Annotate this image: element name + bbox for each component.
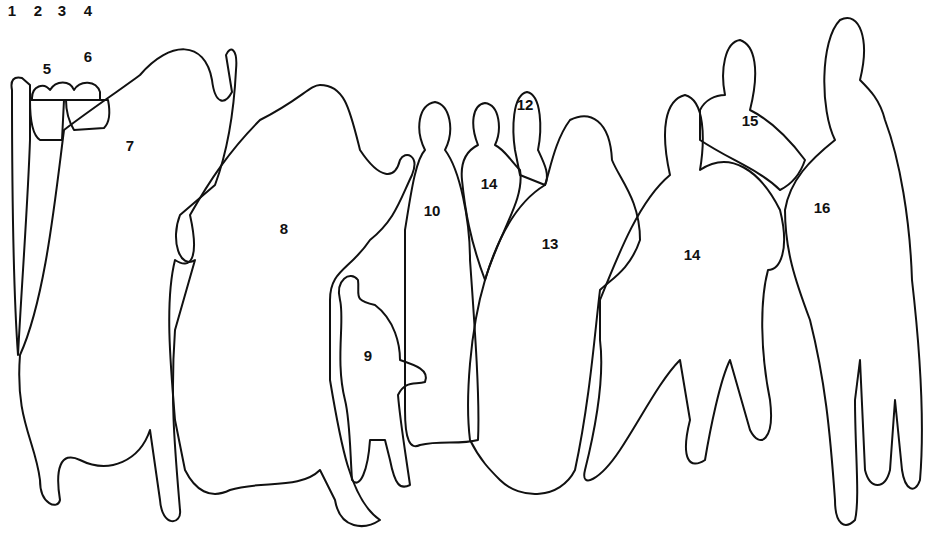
callout-number: 13 (542, 236, 559, 251)
figure-outline (584, 95, 784, 480)
callout-number: 6 (84, 49, 92, 64)
figure-outline (32, 83, 100, 101)
figure-outline (11, 78, 30, 356)
callout-number: 9 (364, 348, 372, 363)
callout-number: 1 (8, 3, 16, 18)
figure-outline (169, 85, 414, 526)
callout-number: 2 (34, 3, 42, 18)
callout-number: 8 (280, 221, 288, 236)
figure-outline (339, 276, 426, 487)
callout-number: 7 (126, 138, 134, 153)
callout-number: 14 (684, 247, 701, 262)
figure-outline (30, 100, 64, 140)
callout-number: 12 (517, 97, 534, 112)
figure-outline (700, 40, 805, 190)
callout-number: 15 (742, 113, 759, 128)
callout-number: 10 (424, 203, 441, 218)
figure-outline (468, 116, 640, 494)
callout-number: 14 (481, 176, 498, 191)
callout-number: 16 (814, 200, 831, 215)
callout-number: 4 (84, 3, 92, 18)
callout-number: 3 (58, 3, 66, 18)
figure-outline (66, 100, 109, 130)
figure-outline (462, 103, 521, 280)
figure-outline (513, 92, 547, 185)
figure-outline (785, 18, 922, 525)
callout-number: 5 (43, 61, 51, 76)
figure-outline (19, 49, 236, 521)
